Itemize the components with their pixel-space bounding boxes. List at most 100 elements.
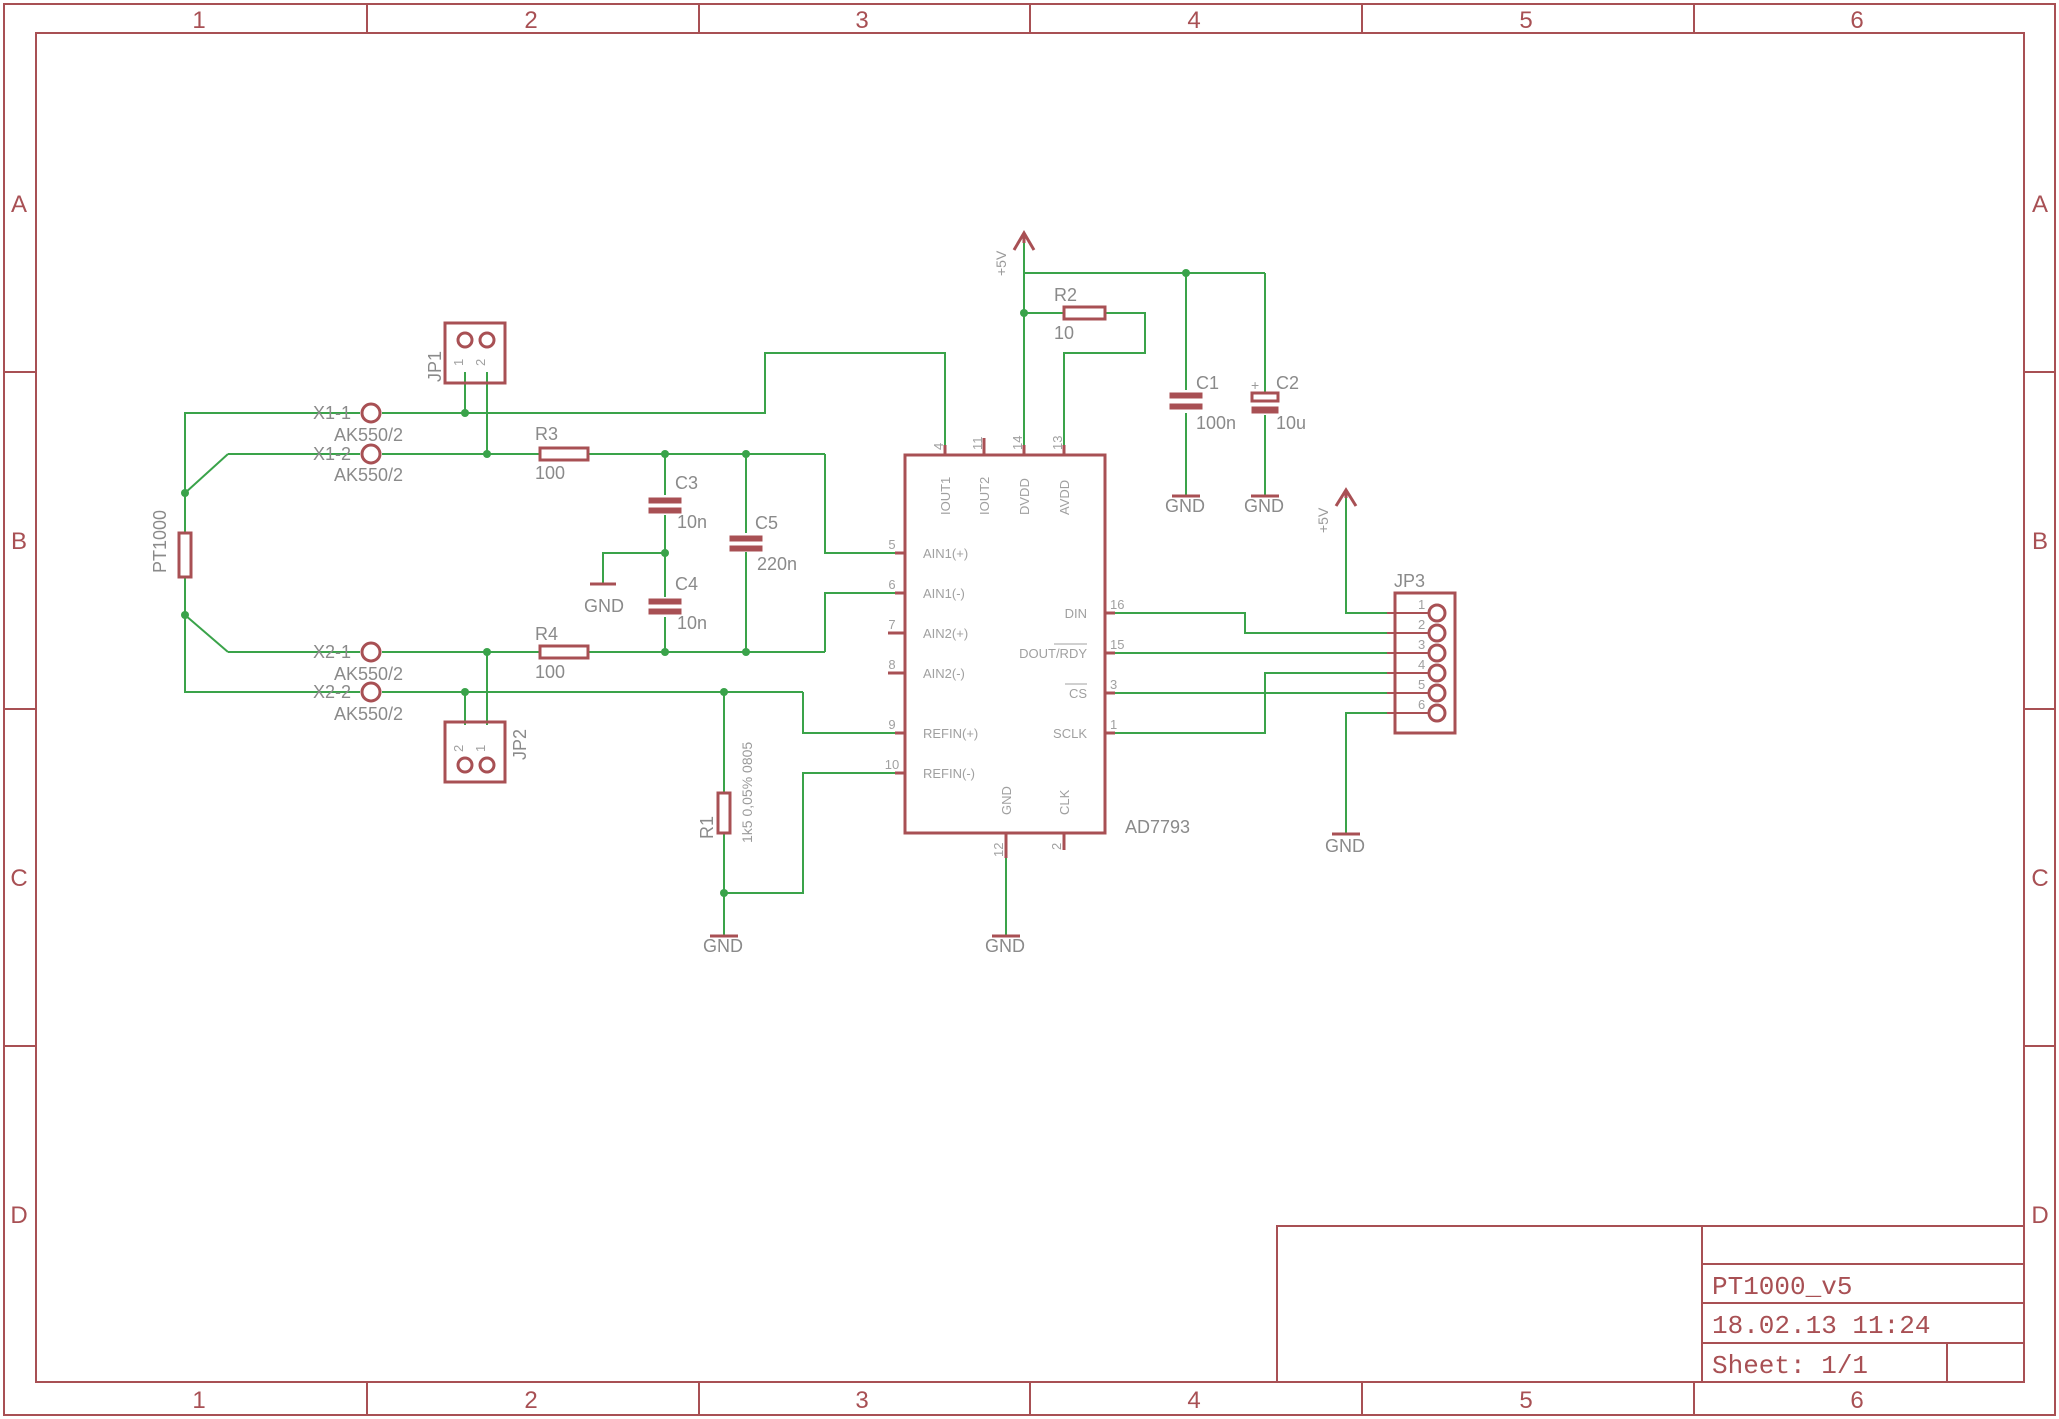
jp3-pin-3: 3 [1418, 637, 1425, 652]
terminal-x1-2-label: X1-2 [313, 444, 351, 464]
row-label-b-right: B [2032, 528, 2048, 555]
ic-pin-ain1p: AIN1(+) [923, 546, 968, 561]
jumper-jp1: JP1 1 2 [425, 321, 507, 385]
pt1000-sensor: PT1000 [150, 510, 193, 579]
terminal-x2-1: X2-1 AK550/2 [313, 641, 403, 684]
c1-value: 100n [1196, 413, 1236, 433]
jp3-pin-5: 5 [1418, 677, 1425, 692]
c5-value: 220n [757, 554, 797, 574]
col-label-1-bottom: 1 [192, 1387, 205, 1414]
ic-pin-clk-num: 2 [1049, 843, 1064, 850]
ic-pin-avdd-num: 13 [1050, 436, 1065, 450]
ic-pin-ain2p-num: 7 [888, 617, 895, 632]
jp3-label: JP3 [1394, 571, 1425, 591]
gnd-r1-label: GND [703, 936, 743, 956]
r3-label: R3 [535, 424, 558, 444]
c2-value: 10u [1276, 413, 1306, 433]
ic-pin-cs: CS [1069, 686, 1087, 701]
r3-value: 100 [535, 463, 565, 483]
ic-pin-dvdd-num: 14 [1010, 436, 1025, 450]
terminal-x2-2-label: X2-2 [313, 682, 351, 702]
gnd-ic-label: GND [985, 936, 1025, 956]
ic-pin-ain1n-num: 6 [888, 577, 895, 592]
ic-part-name: AD7793 [1125, 817, 1190, 837]
title-sheet: Sheet: 1/1 [1712, 1351, 1868, 1381]
r1-value: 1k5 0,05% 0805 [739, 742, 755, 843]
jp1-label: JP1 [425, 351, 445, 382]
ic-pin-din: DIN [1065, 606, 1087, 621]
drawing-frame [3, 3, 2056, 1416]
col-label-5-top: 5 [1519, 7, 1532, 34]
c4-value: 10n [677, 613, 707, 633]
junction-dots [181, 269, 1190, 897]
jp2-pin-1: 1 [473, 745, 488, 752]
col-label-6-bottom: 6 [1850, 1387, 1863, 1414]
ic-pin-iout1: IOUT1 [938, 477, 953, 515]
c1-label: C1 [1196, 373, 1219, 393]
r1-label: R1 [697, 816, 717, 839]
ic-pin-dout: DOUT/RDY [1019, 646, 1087, 661]
col-label-6-top: 6 [1850, 7, 1863, 34]
wires [184, 242, 1387, 935]
terminal-x1-2-value: AK550/2 [334, 465, 403, 485]
gnd-symbol-c2: GND [1244, 494, 1284, 516]
col-label-4-top: 4 [1187, 7, 1200, 34]
r2-label: R2 [1054, 285, 1077, 305]
ic-pin-ain2p: AIN2(+) [923, 626, 968, 641]
terminal-x1-2: X1-2 AK550/2 [313, 443, 403, 485]
col-label-3-bottom: 3 [855, 1387, 868, 1414]
col-label-1-top: 1 [192, 7, 205, 34]
ic-pin-sclk: SCLK [1053, 726, 1087, 741]
ic-pin-refinp: REFIN(+) [923, 726, 978, 741]
ic-pin-refinp-num: 9 [888, 717, 895, 732]
c4-label: C4 [675, 574, 698, 594]
r4-value: 100 [535, 662, 565, 682]
c5-label: C5 [755, 513, 778, 533]
col-label-2-top: 2 [524, 7, 537, 34]
ic-pin-sclk-num: 1 [1110, 717, 1117, 732]
terminal-x2-2: X2-2 AK550/2 [313, 681, 403, 724]
jp2-pin-2: 2 [451, 745, 466, 752]
ic-pin-iout2: IOUT2 [977, 477, 992, 515]
ic-pin-gnd: GND [999, 786, 1014, 815]
gnd-symbol-jp3: GND [1325, 832, 1365, 856]
terminal-x1-1-label: X1-1 [313, 403, 351, 423]
jp1-pin-2: 2 [473, 359, 488, 366]
c2-label: C2 [1276, 373, 1299, 393]
capacitor-c2: + C2 10u [1250, 373, 1306, 433]
resistor-r3: R3 100 [535, 424, 590, 483]
ic-pin-ain1p-num: 5 [888, 537, 895, 552]
ic-pin-refinn-num: 10 [885, 757, 899, 772]
ic-pin-ain2n-num: 8 [888, 657, 895, 672]
gnd-symbol-c1: GND [1165, 494, 1205, 516]
pt1000-label: PT1000 [150, 510, 170, 573]
ic-ad7793: AD7793 IOUT1 IOUT2 DVDD AVDD 4 11 14 13 … [885, 436, 1190, 858]
resistor-r1: R1 1k5 0,05% 0805 [697, 742, 755, 843]
r2-value: 10 [1054, 323, 1074, 343]
col-label-2-bottom: 2 [524, 1387, 537, 1414]
title-project-name: PT1000_v5 [1712, 1272, 1852, 1302]
resistor-r2: R2 10 [1054, 285, 1107, 343]
c3-value: 10n [677, 512, 707, 532]
ic-pin-dout-num: 15 [1110, 637, 1124, 652]
capacitor-c4: C4 10n [648, 574, 707, 633]
terminal-x1-1-value: AK550/2 [334, 425, 403, 445]
ic-pin-avdd: AVDD [1057, 480, 1072, 515]
title-block: PT1000_v5 18.02.13 11:24 Sheet: 1/1 [1276, 1225, 2025, 1383]
header-jp3: JP3 1 2 3 4 5 6 [1387, 571, 1457, 735]
col-label-5-bottom: 5 [1519, 1387, 1532, 1414]
row-label-d-left: D [10, 1202, 27, 1229]
capacitor-c5: C5 220n [729, 513, 797, 574]
gnd-c2-label: GND [1244, 496, 1284, 516]
jp2-label: JP2 [510, 729, 530, 760]
vcc-symbol-jp3: +5V [1315, 487, 1358, 533]
c2-polarity: + [1251, 377, 1259, 393]
ic-pin-ain1n: AIN1(-) [923, 586, 965, 601]
capacitor-c3: C3 10n [648, 473, 707, 532]
terminal-x1-1: X1-1 AK550/2 [313, 402, 403, 445]
ic-pin-cs-num: 3 [1110, 677, 1117, 692]
row-label-b-left: B [11, 528, 27, 555]
ic-pin-din-num: 16 [1110, 597, 1124, 612]
ic-pin-refinn: REFIN(-) [923, 766, 975, 781]
